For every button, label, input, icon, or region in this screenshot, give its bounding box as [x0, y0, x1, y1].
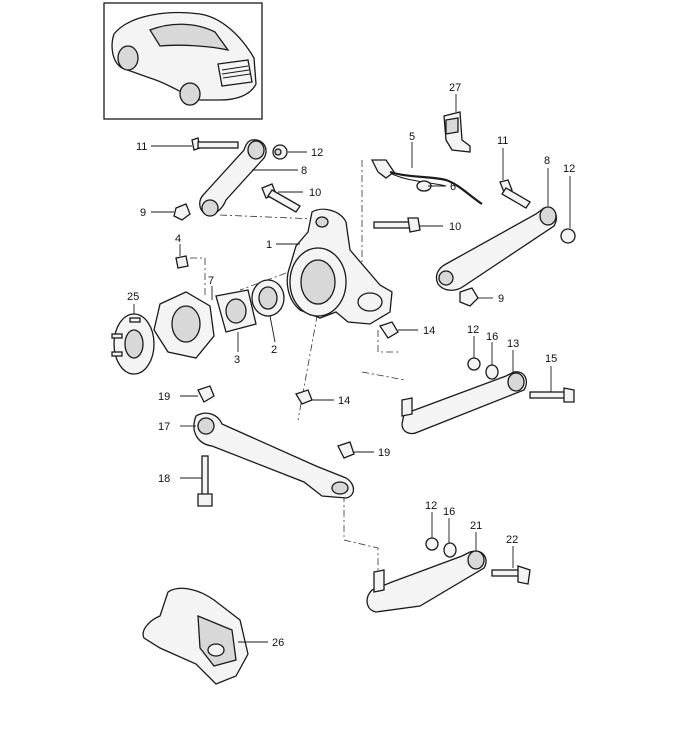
- part-26-carrier-assembly[interactable]: [142, 587, 249, 685]
- part-25-wheel-stud-flange[interactable]: [111, 313, 155, 375]
- callout-11-right[interactable]: 11: [497, 135, 508, 147]
- callout-12-left[interactable]: 12: [311, 147, 323, 159]
- callout-25[interactable]: 25: [127, 291, 139, 303]
- callout-2[interactable]: 2: [271, 344, 277, 356]
- callout-12-mid[interactable]: 12: [467, 324, 479, 336]
- part-10-bolt-lower[interactable]: [373, 217, 421, 233]
- vehicle-thumbnail: [103, 2, 263, 120]
- part-9-nut-left[interactable]: [173, 203, 191, 221]
- part-14-nut-upper[interactable]: [378, 321, 399, 339]
- part-8-upper-link-right[interactable]: [435, 206, 558, 291]
- part-27-bracket[interactable]: [443, 111, 471, 153]
- callout-12-right[interactable]: 12: [563, 163, 575, 175]
- callout-9-left[interactable]: 9: [140, 207, 146, 219]
- leader-lines: [133, 94, 571, 643]
- part-2-wheel-bearing[interactable]: [251, 279, 285, 317]
- callout-13[interactable]: 13: [507, 338, 519, 350]
- part-8-upper-link-left[interactable]: [199, 139, 267, 217]
- callout-10-lower[interactable]: 10: [449, 221, 461, 233]
- part-21-lower-link[interactable]: [366, 550, 487, 613]
- callout-4[interactable]: 4: [175, 233, 181, 245]
- callout-8-left[interactable]: 8: [301, 165, 307, 177]
- part-1-wheel-carrier[interactable]: [286, 208, 393, 325]
- callout-3[interactable]: 3: [234, 354, 240, 366]
- part-18-bolt[interactable]: [197, 455, 213, 507]
- callout-labels: 1 2 3 4 5 6 7 8 8 9 9 10 10 11 11 12 12 …: [127, 82, 575, 649]
- part-11-bolt-left[interactable]: [191, 137, 239, 151]
- part-11-bolt-right[interactable]: [499, 179, 531, 209]
- assembly-lines: [190, 160, 406, 575]
- callout-26[interactable]: 26: [272, 637, 284, 649]
- part-12-bushing-left[interactable]: [272, 144, 288, 160]
- callout-17[interactable]: 17: [158, 421, 170, 433]
- part-19-nut-right[interactable]: [337, 441, 355, 459]
- callout-6[interactable]: 6: [450, 181, 456, 193]
- callout-8-right[interactable]: 8: [544, 155, 550, 167]
- callout-14-upper[interactable]: 14: [423, 325, 435, 337]
- part-22-bolt[interactable]: [491, 565, 531, 585]
- part-12-bushing-lower[interactable]: [425, 537, 439, 551]
- callout-27[interactable]: 27: [449, 82, 461, 94]
- callout-9-right[interactable]: 9: [498, 293, 504, 305]
- callout-1[interactable]: 1: [266, 239, 272, 251]
- callout-12-lower[interactable]: 12: [425, 500, 437, 512]
- callout-19-right[interactable]: 19: [378, 447, 390, 459]
- part-16-washer-lower[interactable]: [443, 542, 457, 558]
- part-13-track-link[interactable]: [401, 371, 528, 435]
- callout-15[interactable]: 15: [545, 353, 557, 365]
- part-14-nut-lower[interactable]: [295, 389, 313, 405]
- callout-18[interactable]: 18: [158, 473, 170, 485]
- part-9-nut-right[interactable]: [459, 287, 479, 307]
- callout-10-upper[interactable]: 10: [309, 187, 321, 199]
- part-15-bolt[interactable]: [529, 387, 575, 403]
- part-12-bushing-right[interactable]: [560, 228, 576, 244]
- callout-14-lower[interactable]: 14: [338, 395, 350, 407]
- callout-22[interactable]: 22: [506, 534, 518, 546]
- part-16-washer-mid[interactable]: [485, 364, 499, 380]
- callout-7[interactable]: 7: [208, 275, 214, 287]
- part-19-nut-left[interactable]: [197, 385, 215, 403]
- part-12-bushing-mid[interactable]: [467, 357, 481, 371]
- callout-16-mid[interactable]: 16: [486, 331, 498, 343]
- part-10-bolt-upper[interactable]: [261, 183, 301, 213]
- callout-19-left[interactable]: 19: [158, 391, 170, 403]
- callout-21[interactable]: 21: [470, 520, 482, 532]
- part-17-lower-arm[interactable]: [193, 412, 355, 499]
- part-3-cover[interactable]: [215, 289, 257, 333]
- callout-11-left[interactable]: 11: [136, 141, 147, 153]
- part-7-wheel-hub[interactable]: [153, 291, 215, 359]
- callout-5[interactable]: 5: [409, 131, 415, 143]
- part-4-bolt[interactable]: [175, 255, 189, 269]
- callout-16-lower[interactable]: 16: [443, 506, 455, 518]
